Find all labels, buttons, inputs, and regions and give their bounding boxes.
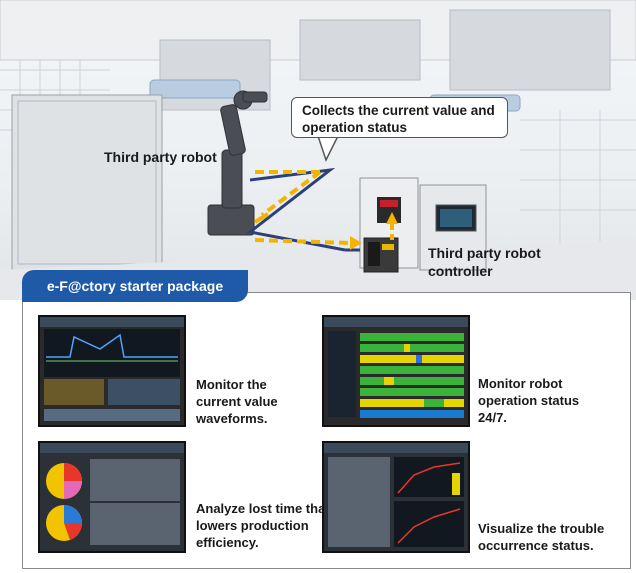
robot-label: Third party robot — [104, 149, 217, 165]
lost-time-analysis-screenshot — [38, 441, 186, 553]
trouble-occurrence-screenshot — [322, 441, 470, 553]
callout-line-2: operation status — [302, 120, 408, 135]
caption-operation-status: Monitor robot operation status 24/7. — [478, 376, 580, 425]
caption-lost-time: Analyze lost time that lowers production… — [196, 501, 330, 550]
factory-illustration: Collects the current value and operation… — [0, 0, 636, 300]
controller-label-line-2: controller — [428, 263, 493, 279]
operation-status-screenshot — [322, 315, 470, 427]
waveform-monitor-screenshot — [38, 315, 186, 427]
robot-arm-icon — [207, 90, 268, 236]
package-title: e-F@ctory starter package — [22, 270, 248, 302]
controller-cabinet-icon — [359, 177, 487, 273]
controller-label-line-1: Third party robot — [428, 245, 541, 261]
caption-waveforms: Monitor the current value waveforms. — [196, 377, 278, 426]
caption-trouble-occurrence: Visualize the trouble occurrence status. — [478, 521, 605, 553]
callout-line-1: Collects the current value and — [302, 103, 495, 118]
data-collection-callout: Collects the current value and operation… — [291, 97, 508, 138]
network-flow-arrows-icon — [246, 167, 398, 252]
